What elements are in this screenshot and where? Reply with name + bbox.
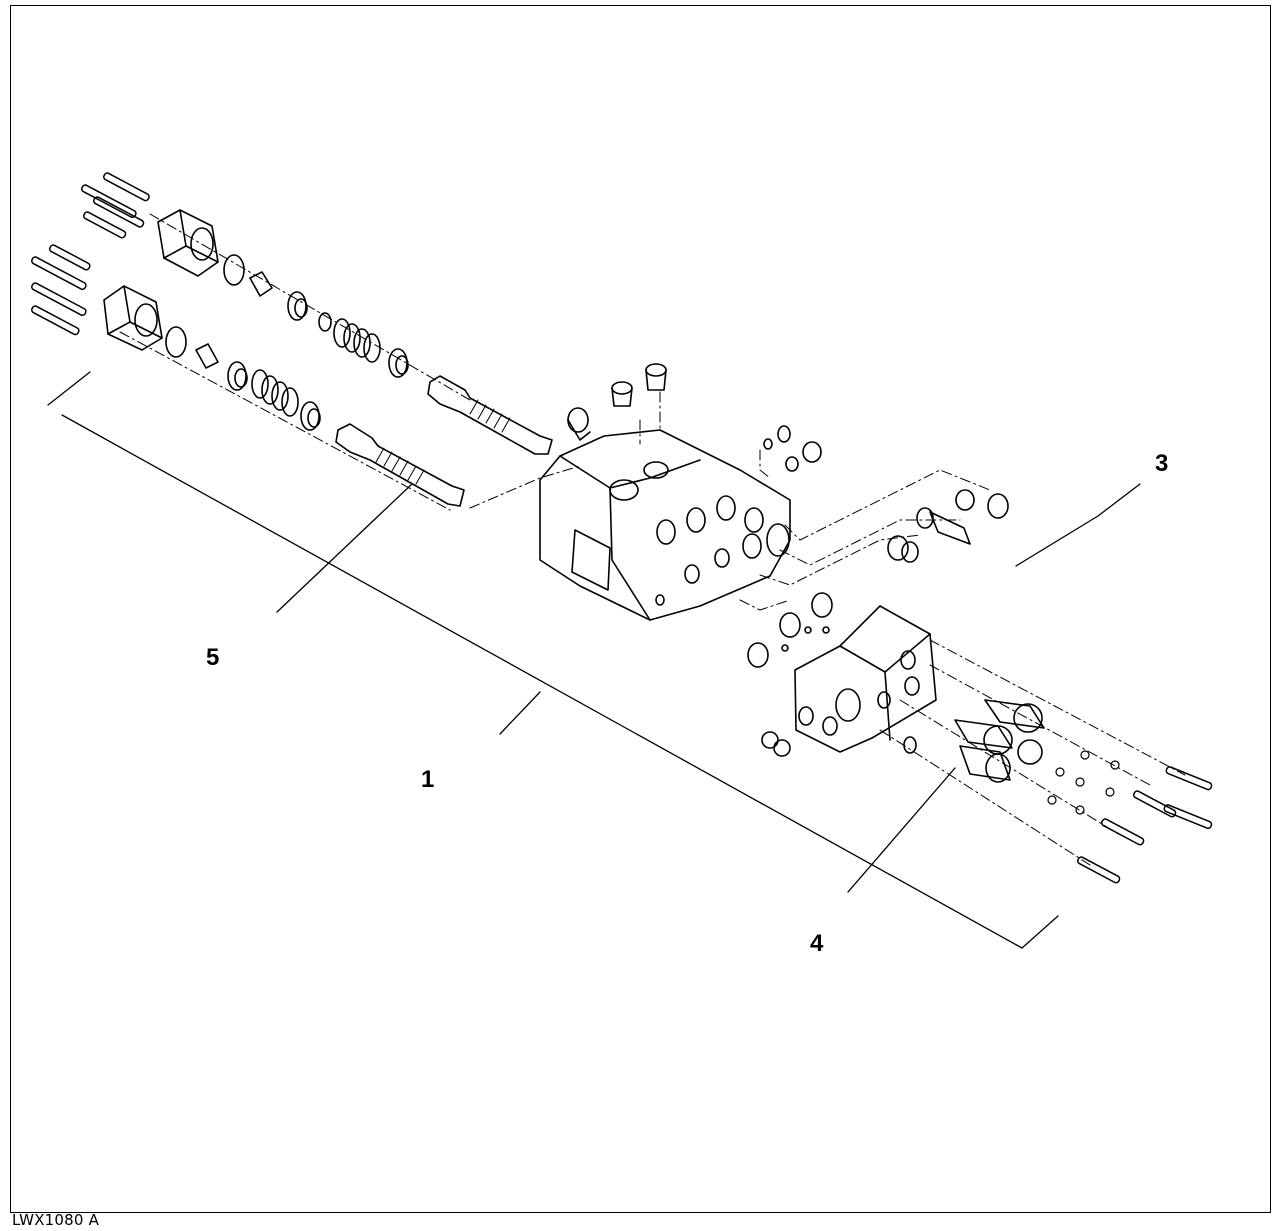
pin-lower [195,343,219,369]
bracket-right-tick [1021,915,1059,949]
bracket-line-1 [61,414,1023,949]
callout-1: 1 [421,766,435,793]
upper-spool-group [81,172,553,455]
sub-block-body [794,605,937,753]
plug-4 [777,425,822,463]
sub-block-assembly [747,592,1213,884]
washer-upper [318,312,332,332]
leader-3 [1015,483,1141,567]
figure-id-label: LWX1080 A [12,1211,100,1229]
spring-seat-upper-2 [388,348,409,378]
bolts-upper [81,172,150,239]
fittings-left [761,731,917,757]
lower-spool-group [31,244,465,507]
callout-4: 4 [810,930,824,957]
spool-upper [427,375,553,455]
leader-1 [499,691,541,735]
leader-5 [276,483,413,613]
top-plugs [567,363,822,472]
solenoid-3 [959,745,1011,783]
spring-lower [251,369,299,417]
relief-valves [887,489,1009,563]
callout-5: 5 [206,644,220,671]
small-screws [1047,750,1120,815]
o-ring-upper [223,254,245,286]
solenoid-4 [1017,739,1043,765]
end-cap-upper [157,209,219,277]
end-cap-lower [103,285,163,351]
relief-valve-2 [916,507,971,545]
spring-upper [333,318,381,363]
plug-1 [567,407,591,441]
plug-2 [611,381,633,407]
leader-4 [847,767,956,893]
assembly-lines [119,213,1186,866]
long-screws [1077,766,1213,884]
o-ring-lower [165,326,187,358]
main-valve-body [539,429,791,621]
port-holes [655,495,790,606]
spring-seat-lower-2 [300,401,321,431]
solenoid-1 [984,699,1045,733]
spool-lower [335,423,465,507]
pin-upper [249,271,273,297]
bolts-lower [31,244,91,336]
plug-3 [645,363,667,391]
solenoids [954,699,1045,783]
spring-seat-upper-1 [287,291,308,321]
drawing-frame [10,5,1271,1213]
spring-seat-lower-1 [227,361,248,391]
relief-valve-3 [887,535,919,563]
plug-5 [763,438,799,472]
relief-valve-1 [955,489,1009,519]
callout-3: 3 [1155,450,1169,477]
leader-lines [47,371,1141,949]
bracket-left-tick [47,371,91,406]
sub-block-o-rings [747,592,833,668]
